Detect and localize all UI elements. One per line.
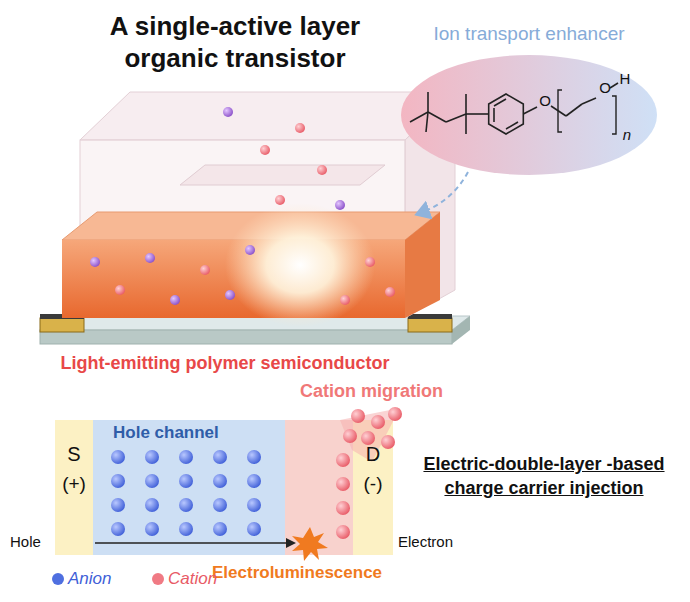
bond-line (566, 104, 582, 116)
legend-swatch (152, 573, 164, 585)
node-text: (-) (353, 472, 393, 496)
node-text: Hole channel (93, 420, 285, 443)
bond-line (506, 122, 518, 129)
bond-line (493, 108, 495, 122)
ellipse-outline (401, 55, 657, 175)
bond-line (523, 107, 537, 114)
enhancer-ellipse-shape (398, 22, 660, 177)
source-electrode: S (+) (55, 420, 93, 555)
bond-line (427, 92, 429, 112)
layer-caption: Light-emitting polymer semiconductor (25, 352, 425, 374)
bracket (612, 96, 616, 134)
atom-label: O (597, 79, 613, 97)
migration-label: Cation migration (300, 380, 470, 402)
bond-line (465, 94, 467, 114)
bracket (558, 90, 562, 132)
drain-electrode: D (-) (353, 420, 393, 555)
atom-label: H (617, 70, 633, 88)
node-text: Ion transport enhancer (398, 22, 660, 46)
mechanism-label: Electric-double-layer -based charge carr… (410, 452, 678, 500)
carrier-label: Electron (398, 533, 478, 551)
bond-line (466, 113, 489, 115)
node-text: S (55, 442, 93, 466)
atom-label: O (537, 92, 553, 110)
hole-channel-region: Hole channel (93, 420, 285, 555)
bond-line (465, 114, 467, 134)
node-text: (+) (55, 472, 93, 496)
bond-line (426, 112, 428, 132)
enhancer-ellipse: Ion transport enhancer (398, 22, 660, 177)
bond-line (428, 112, 446, 122)
legend-swatch (52, 573, 64, 585)
bond-line (446, 114, 466, 122)
benzene-ring (489, 94, 524, 134)
subscript-label: n (619, 126, 635, 144)
bond-line (582, 98, 596, 104)
legend-text: Cation (168, 568, 217, 589)
node-text: D (353, 442, 393, 466)
bond-line (410, 112, 428, 122)
title: A single-active layer organic transistor (80, 10, 390, 74)
bond-line (610, 83, 618, 88)
bond-line (494, 99, 506, 106)
carrier-label: Hole (10, 533, 54, 551)
legend-text: Anion (68, 568, 111, 589)
emission-label: Electroluminescence (212, 562, 412, 583)
